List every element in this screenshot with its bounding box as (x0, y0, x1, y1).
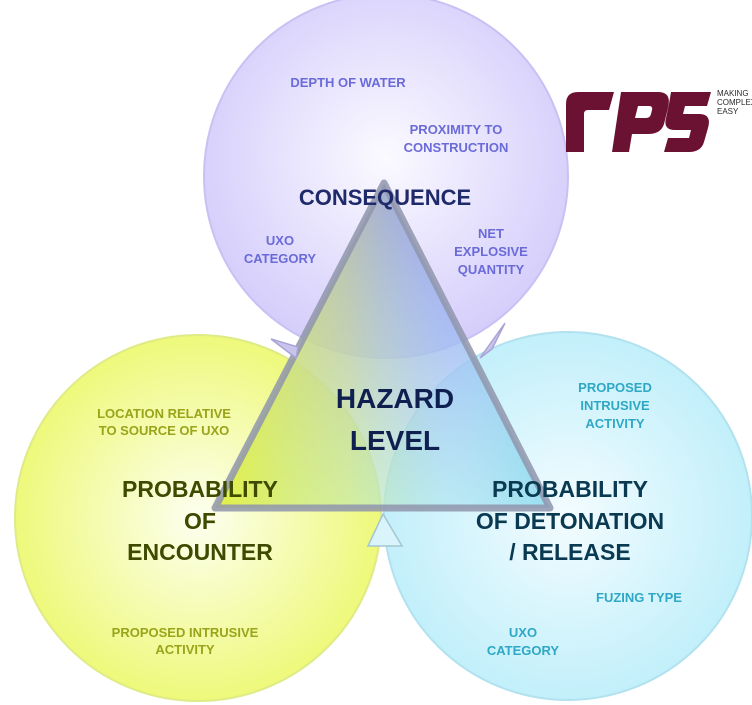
factor-net-explosive-line-1: NET (478, 226, 504, 241)
factor-proposed-intrusive-right-line-3: ACTIVITY (585, 416, 645, 431)
factor-uxo-category-top-line-1: UXO (266, 233, 294, 248)
factor-proposed-intrusive-right-line-2: INTRUSIVE (580, 398, 650, 413)
factor-net-explosive-line-3: QUANTITY (458, 262, 525, 277)
consequence-title: CONSEQUENCE (299, 185, 471, 210)
arrowhead-left-icon (270, 338, 299, 360)
hazard-title-line-1: HAZARD (336, 383, 454, 414)
encounter-title-line-1: PROBABILITY (122, 476, 278, 502)
arrowhead-bottom-icon (366, 512, 404, 547)
logo-letter-s (664, 92, 711, 152)
logo-tagline-line-3: EASY (717, 107, 739, 116)
detonation-title-line-3: / RELEASE (509, 539, 630, 565)
factor-proposed-intrusive-left-line-2: ACTIVITY (155, 642, 215, 657)
factor-location-line-1: LOCATION RELATIVE (97, 406, 231, 421)
arrowhead-right-icon (479, 322, 506, 359)
factor-depth-of-water: DEPTH OF WATER (290, 75, 406, 90)
factor-fuzing-type: FUZING TYPE (596, 590, 682, 605)
factor-proximity-line-2: CONSTRUCTION (404, 140, 509, 155)
encounter-title-line-3: ENCOUNTER (127, 539, 273, 565)
hazard-title-line-2: LEVEL (350, 425, 440, 456)
factor-proposed-intrusive-right-line-1: PROPOSED (578, 380, 652, 395)
logo-tagline-line-1: MAKING (717, 89, 749, 98)
detonation-title-line-2: OF DETONATION (476, 508, 664, 534)
detonation-title-line-1: PROBABILITY (492, 476, 648, 502)
factor-proximity-line-1: PROXIMITY TO (410, 122, 503, 137)
factor-uxo-category-bottom-line-1: UXO (509, 625, 537, 640)
logo-letter-p (612, 92, 669, 152)
factor-location-line-2: TO SOURCE OF UXO (99, 423, 230, 438)
hazard-triangle-tint (215, 183, 550, 508)
hazard-triangle-border (211, 179, 554, 512)
factor-uxo-category-top-line-2: CATEGORY (244, 251, 317, 266)
logo-letter-r (566, 92, 614, 152)
logo-tagline-line-2: COMPLEX (717, 98, 752, 107)
encounter-title-line-2: OF (184, 508, 216, 534)
factor-proposed-intrusive-left-line-1: PROPOSED INTRUSIVE (112, 625, 259, 640)
rps-logo: MAKING COMPLEX EASY (566, 89, 752, 152)
factor-uxo-category-bottom-line-2: CATEGORY (487, 643, 560, 658)
factor-net-explosive-line-2: EXPLOSIVE (454, 244, 528, 259)
